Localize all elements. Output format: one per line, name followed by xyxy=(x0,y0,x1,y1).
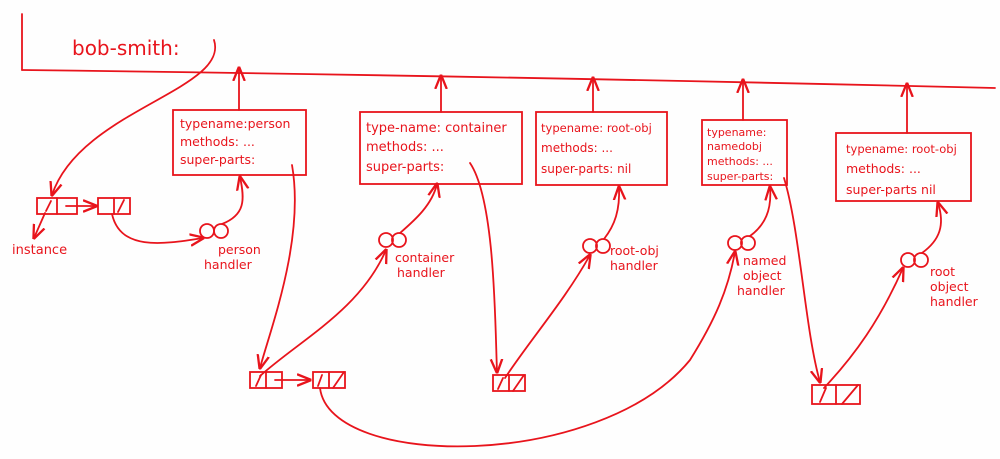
svg-text:super-parts:: super-parts: xyxy=(707,170,773,183)
svg-text:methods: ...: methods: ... xyxy=(541,141,613,155)
type-box-root-obj-1: typename: root-obj methods: ... super-pa… xyxy=(535,78,668,186)
instance-pair xyxy=(34,197,131,238)
svg-text:typename: root-obj: typename: root-obj xyxy=(541,121,652,135)
svg-text:type-name: container: type-name: container xyxy=(366,121,507,136)
svg-text:handler: handler xyxy=(737,283,786,298)
svg-text:typename:: typename: xyxy=(707,126,766,139)
svg-text:handler: handler xyxy=(204,257,253,272)
instance-label: instance xyxy=(12,243,67,258)
svg-text:super-parts:: super-parts: xyxy=(366,160,444,175)
svg-text:object: object xyxy=(743,268,782,283)
svg-text:handler: handler xyxy=(397,265,446,280)
type-box-root-obj-2: typename: root-obj methods: ... super-pa… xyxy=(835,84,972,202)
person-super-parts-list xyxy=(249,164,735,448)
instance-handler-arrow xyxy=(111,213,203,243)
svg-text:named: named xyxy=(743,253,786,268)
svg-text:container: container xyxy=(395,250,455,265)
container-handler: container handler xyxy=(378,184,455,280)
named-obj-super-parts-list xyxy=(783,177,903,405)
svg-text:namedobj: namedobj xyxy=(707,140,762,153)
root-obj-handler-1: root-obj handler xyxy=(582,187,659,273)
named-object-handler: named object handler xyxy=(727,187,786,298)
svg-text:typename:person: typename:person xyxy=(180,116,290,131)
global-variable-label: bob-smith: xyxy=(72,36,180,60)
environment-frame-line xyxy=(21,69,996,89)
person-handler: person handler xyxy=(199,177,261,272)
svg-text:handler: handler xyxy=(930,294,979,309)
type-box-person: typename:person methods: ... super-parts… xyxy=(172,68,307,176)
svg-text:root-obj: root-obj xyxy=(610,243,659,258)
container-super-parts-list xyxy=(469,162,590,392)
svg-text:methods: ...: methods: ... xyxy=(707,155,773,168)
binding-arrow xyxy=(52,39,217,195)
svg-text:typename: root-obj: typename: root-obj xyxy=(846,142,957,156)
svg-text:object: object xyxy=(930,279,969,294)
svg-text:methods: ...: methods: ... xyxy=(846,161,921,176)
svg-text:super-parts: nil: super-parts: nil xyxy=(541,162,631,176)
svg-text:root: root xyxy=(930,264,955,279)
svg-text:person: person xyxy=(218,242,261,257)
type-box-container: type-name: container methods: ... super-… xyxy=(359,76,523,185)
svg-text:methods: ...: methods: ... xyxy=(180,134,255,149)
svg-text:super-parts:: super-parts: xyxy=(180,152,255,167)
svg-text:super-parts nil: super-parts nil xyxy=(846,182,936,197)
svg-text:handler: handler xyxy=(610,258,659,273)
root-object-handler-2: root object handler xyxy=(900,203,979,309)
svg-text:methods: ...: methods: ... xyxy=(366,140,444,155)
type-box-named-obj: typename: namedobj methods: ... super-pa… xyxy=(701,80,788,186)
